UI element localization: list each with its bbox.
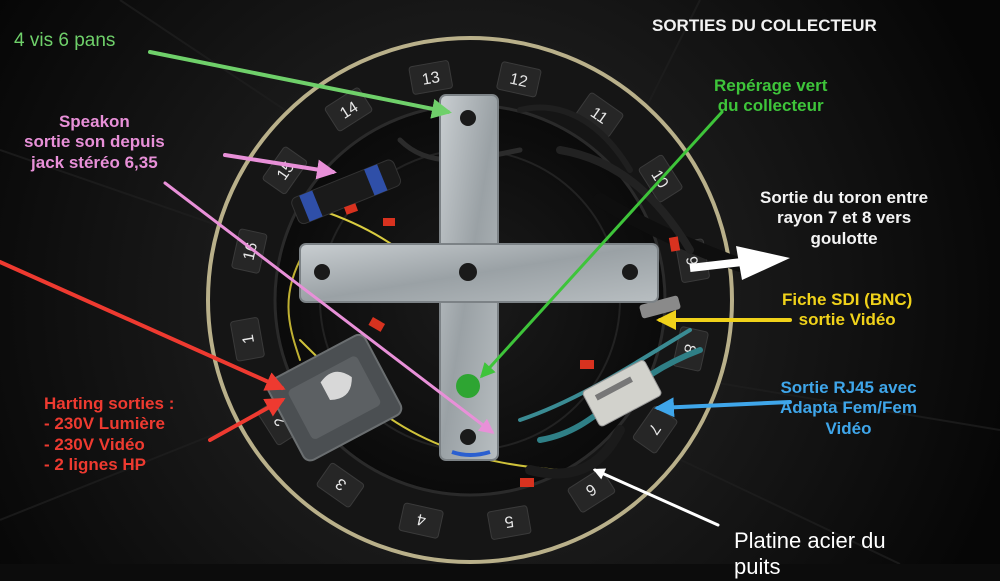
- arrow-icon: [0, 260, 286, 391]
- label-line: Platine acier du: [734, 528, 886, 553]
- label-line: - 2 lignes HP: [44, 455, 147, 475]
- ring-pad: [398, 502, 444, 539]
- label-line: Sortie RJ45 avec: [780, 378, 917, 397]
- ring-number: 1: [240, 333, 258, 345]
- label-line: - 230V Vidéo: [44, 434, 145, 454]
- label-line: sortie son depuis: [24, 132, 165, 152]
- label-line: du collecteur: [717, 96, 824, 116]
- ring-number: 9: [682, 255, 700, 267]
- label-vis-6-pans: 4 vis 6 pans: [14, 30, 116, 51]
- label-line: Fiche SDI (BNC): [782, 290, 913, 309]
- arrow-icon: [148, 50, 452, 119]
- label-harting-sorties: Harting sorties :- 230V Lumière- 230V Vi…: [44, 394, 174, 476]
- label-line: Speakon: [58, 112, 130, 131]
- annotation-arrows: [0, 50, 792, 527]
- ring-pad: [487, 505, 532, 540]
- ring-number: 14: [337, 99, 361, 123]
- label-line: Adapta Fem/Fem: [780, 398, 917, 418]
- label-line: sortie Vidéo: [798, 310, 896, 330]
- arrow-icon: [479, 110, 724, 379]
- ring-number: 11: [587, 104, 610, 128]
- ring-number: 12: [508, 71, 529, 91]
- ring-number: 13: [421, 69, 442, 89]
- label-line: Repérage vert: [714, 76, 828, 95]
- label-line: Vidéo: [825, 418, 872, 438]
- ring-number: 5: [503, 512, 515, 530]
- label-line: - 230V Lumière: [44, 414, 165, 434]
- label-line: Harting sorties :: [44, 394, 175, 413]
- arrow-icon: [654, 397, 792, 418]
- page-title: SORTIES DU COLLECTEUR: [652, 16, 877, 35]
- ring-pad: [230, 317, 265, 362]
- label-line: puits: [734, 554, 781, 580]
- label-line: jack stéréo 6,35: [31, 152, 158, 172]
- ring-pad: [324, 87, 373, 132]
- label-line: rayon 7 et 8 vers: [776, 208, 912, 228]
- ring-pad: [408, 60, 453, 95]
- label-line: goulotte: [810, 228, 878, 248]
- arrow-icon: [689, 246, 790, 280]
- label-line: Sortie du toron entre: [760, 188, 929, 207]
- arrow-icon: [208, 398, 286, 442]
- ring-pad: [496, 61, 542, 98]
- arrow-icon: [592, 468, 720, 527]
- ring-pad: [316, 462, 365, 508]
- arrow-icon: [163, 181, 495, 434]
- ring-number: 4: [415, 510, 427, 529]
- ring-pad: [567, 468, 616, 513]
- arrow-icon: [223, 153, 337, 180]
- label-fiche-sdi: Fiche SDI (BNC)sortie Vidéo: [782, 290, 912, 331]
